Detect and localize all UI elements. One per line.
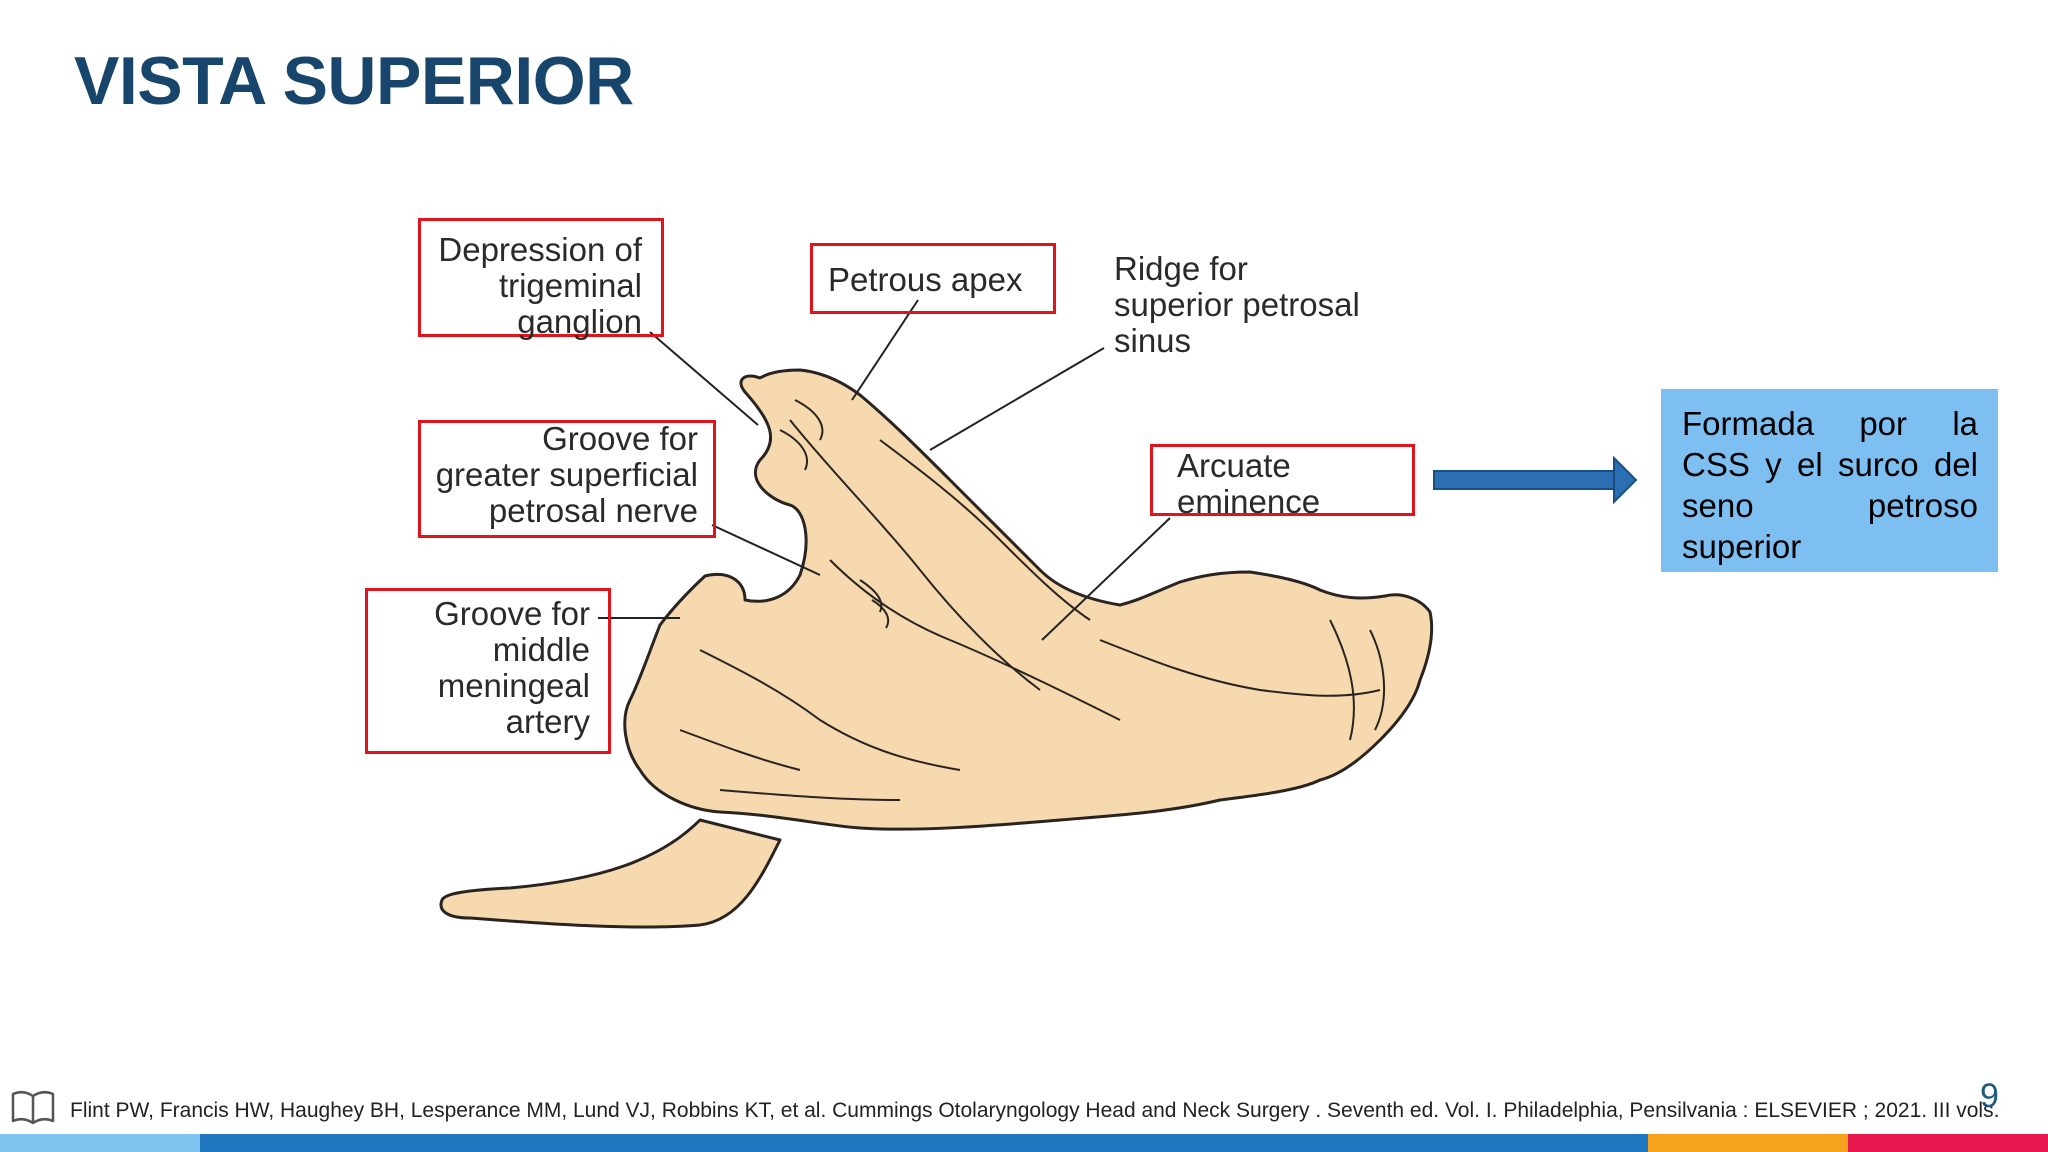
label-line: greater superficial (435, 456, 698, 493)
highlight-box-groove-artery (365, 588, 611, 754)
label-line: Arcuate (1177, 447, 1291, 484)
label-line: Petrous apex (828, 261, 1023, 298)
label-line: petrosal nerve (488, 492, 698, 529)
leader-petrous-apex (851, 299, 919, 401)
bone-detail-1 (789, 419, 1041, 691)
zygomatic-process (439, 818, 782, 929)
bone-detail-6 (679, 729, 901, 801)
bone-detail-7 (1329, 619, 1385, 741)
highlight-box-trigeminal (418, 218, 664, 337)
label-arcuate: Arcuate eminence (1177, 448, 1320, 520)
label-line: meningeal (437, 667, 590, 704)
label-petrous-apex: Petrous apex (828, 262, 1022, 298)
label-groove-artery: Groove for middle meningeal artery (378, 596, 590, 740)
footer-bar-red (1848, 1134, 2048, 1152)
reference-citation: Flint PW, Francis HW, Haughey BH, Lesper… (70, 1099, 2000, 1122)
label-line: Depression of (438, 231, 642, 268)
slide-title: VISTA SUPERIOR (74, 43, 634, 119)
leader-lines (598, 299, 1171, 641)
footer-bar-blue (200, 1134, 1648, 1152)
bone-detail-5 (879, 439, 1091, 621)
right-arrow-icon (1433, 455, 1638, 505)
bone-detail-3 (699, 649, 961, 771)
note-box: Formada por la CSS y el surco del seno p… (1661, 389, 1998, 572)
bone-detail-2 (829, 559, 1121, 721)
temporal-bone-illustration (439, 368, 1434, 929)
highlight-box-arcuate (1150, 444, 1415, 516)
highlight-box-petrous-apex (810, 243, 1056, 314)
leader-trigeminal (649, 331, 759, 426)
label-line: Groove for (542, 420, 698, 457)
label-groove-nerve: Groove for greater superficial petrosal … (428, 421, 698, 529)
label-line: trigeminal (498, 267, 642, 304)
label-line: Groove for (434, 595, 590, 632)
label-line: artery (505, 703, 590, 740)
book-icon (11, 1091, 55, 1125)
footer-bar-light-blue (0, 1134, 200, 1152)
leader-ridge (929, 347, 1105, 451)
label-line: eminence (1177, 483, 1321, 520)
leader-arcuate (1041, 517, 1171, 641)
petrous-body (623, 368, 1434, 831)
label-line: sinus (1114, 322, 1192, 359)
label-ridge: Ridge for superior petrosal sinus (1114, 251, 1360, 359)
label-line: superior petrosal (1114, 286, 1360, 323)
label-line: ganglion (517, 303, 642, 340)
highlight-box-groove-nerve (418, 420, 716, 538)
label-trigeminal: Depression of trigeminal ganglion (432, 232, 642, 340)
label-line: middle (492, 631, 590, 668)
leader-groove-nerve (711, 524, 821, 576)
bone-detail-8 (859, 579, 890, 629)
bone-detail-4 (1099, 639, 1381, 697)
page-number: 9 (1980, 1077, 1999, 1115)
footer-bar-orange (1648, 1134, 1848, 1152)
label-line: Ridge for (1114, 250, 1248, 287)
bone-detail-9 (779, 399, 824, 471)
